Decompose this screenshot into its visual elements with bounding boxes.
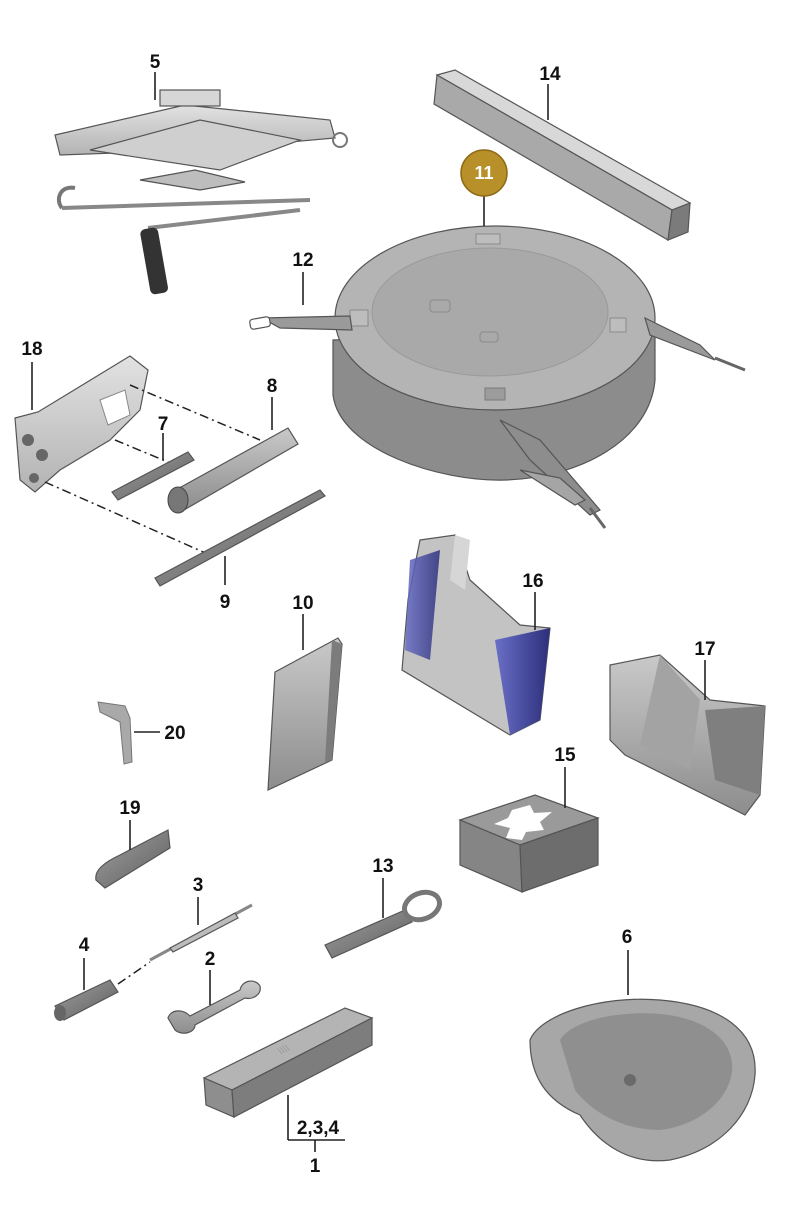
part-12-straps bbox=[249, 315, 746, 529]
part-8-socket bbox=[167, 427, 299, 514]
callout-5[interactable]: 5 bbox=[150, 52, 161, 73]
callout-14[interactable]: 14 bbox=[539, 64, 561, 85]
callout-15[interactable]: 15 bbox=[554, 745, 576, 766]
callout-10[interactable]: 10 bbox=[292, 593, 313, 614]
callout-19[interactable]: 19 bbox=[119, 798, 140, 819]
callout-2-3-4[interactable]: 2,3,4 bbox=[297, 1118, 340, 1139]
part-1-tool-bag: \\\\ bbox=[202, 1007, 374, 1118]
part-13-tow-eye bbox=[324, 889, 442, 959]
callout-17[interactable]: 17 bbox=[694, 639, 715, 660]
callout-16[interactable]: 16 bbox=[522, 571, 543, 592]
part-3-blade bbox=[149, 903, 253, 962]
callout-4[interactable]: 4 bbox=[79, 935, 90, 956]
part-7-pin bbox=[111, 451, 195, 501]
part-19-wedge bbox=[95, 829, 171, 889]
callout-12[interactable]: 12 bbox=[292, 250, 313, 271]
callout-13[interactable]: 13 bbox=[372, 856, 393, 877]
part-20-clip bbox=[97, 701, 133, 765]
part-5-scissor-jack bbox=[54, 89, 348, 191]
callout-1[interactable]: 1 bbox=[310, 1156, 321, 1177]
callout-20[interactable]: 20 bbox=[164, 723, 185, 744]
part-6-tray bbox=[529, 998, 756, 1162]
callout-7[interactable]: 7 bbox=[158, 414, 169, 435]
part-18-bracket bbox=[14, 355, 149, 493]
part-17-foam-insert bbox=[609, 654, 766, 816]
part-9-rod bbox=[154, 489, 326, 587]
part-5-crank-handle bbox=[56, 185, 311, 295]
callout-6[interactable]: 6 bbox=[622, 927, 633, 948]
callout-9[interactable]: 9 bbox=[220, 592, 231, 613]
part-4-screwdriver-handle bbox=[54, 979, 119, 1021]
part-10-pad bbox=[267, 637, 343, 791]
part-11-wheel-cover bbox=[332, 225, 656, 481]
svg-text:\\\\: \\\\ bbox=[277, 1043, 292, 1058]
callout-18[interactable]: 18 bbox=[21, 339, 42, 360]
part-15-first-aid-box bbox=[458, 794, 600, 893]
callout-8[interactable]: 8 bbox=[267, 376, 278, 397]
callout-11-highlight[interactable]: 11 bbox=[460, 149, 508, 197]
callout-3[interactable]: 3 bbox=[193, 875, 204, 896]
part-2-wrench bbox=[167, 980, 261, 1034]
part-16-foam-insert bbox=[401, 534, 551, 736]
callout-2[interactable]: 2 bbox=[205, 949, 216, 970]
callout-11-label: 11 bbox=[474, 163, 493, 183]
part-14-bar bbox=[433, 69, 692, 241]
